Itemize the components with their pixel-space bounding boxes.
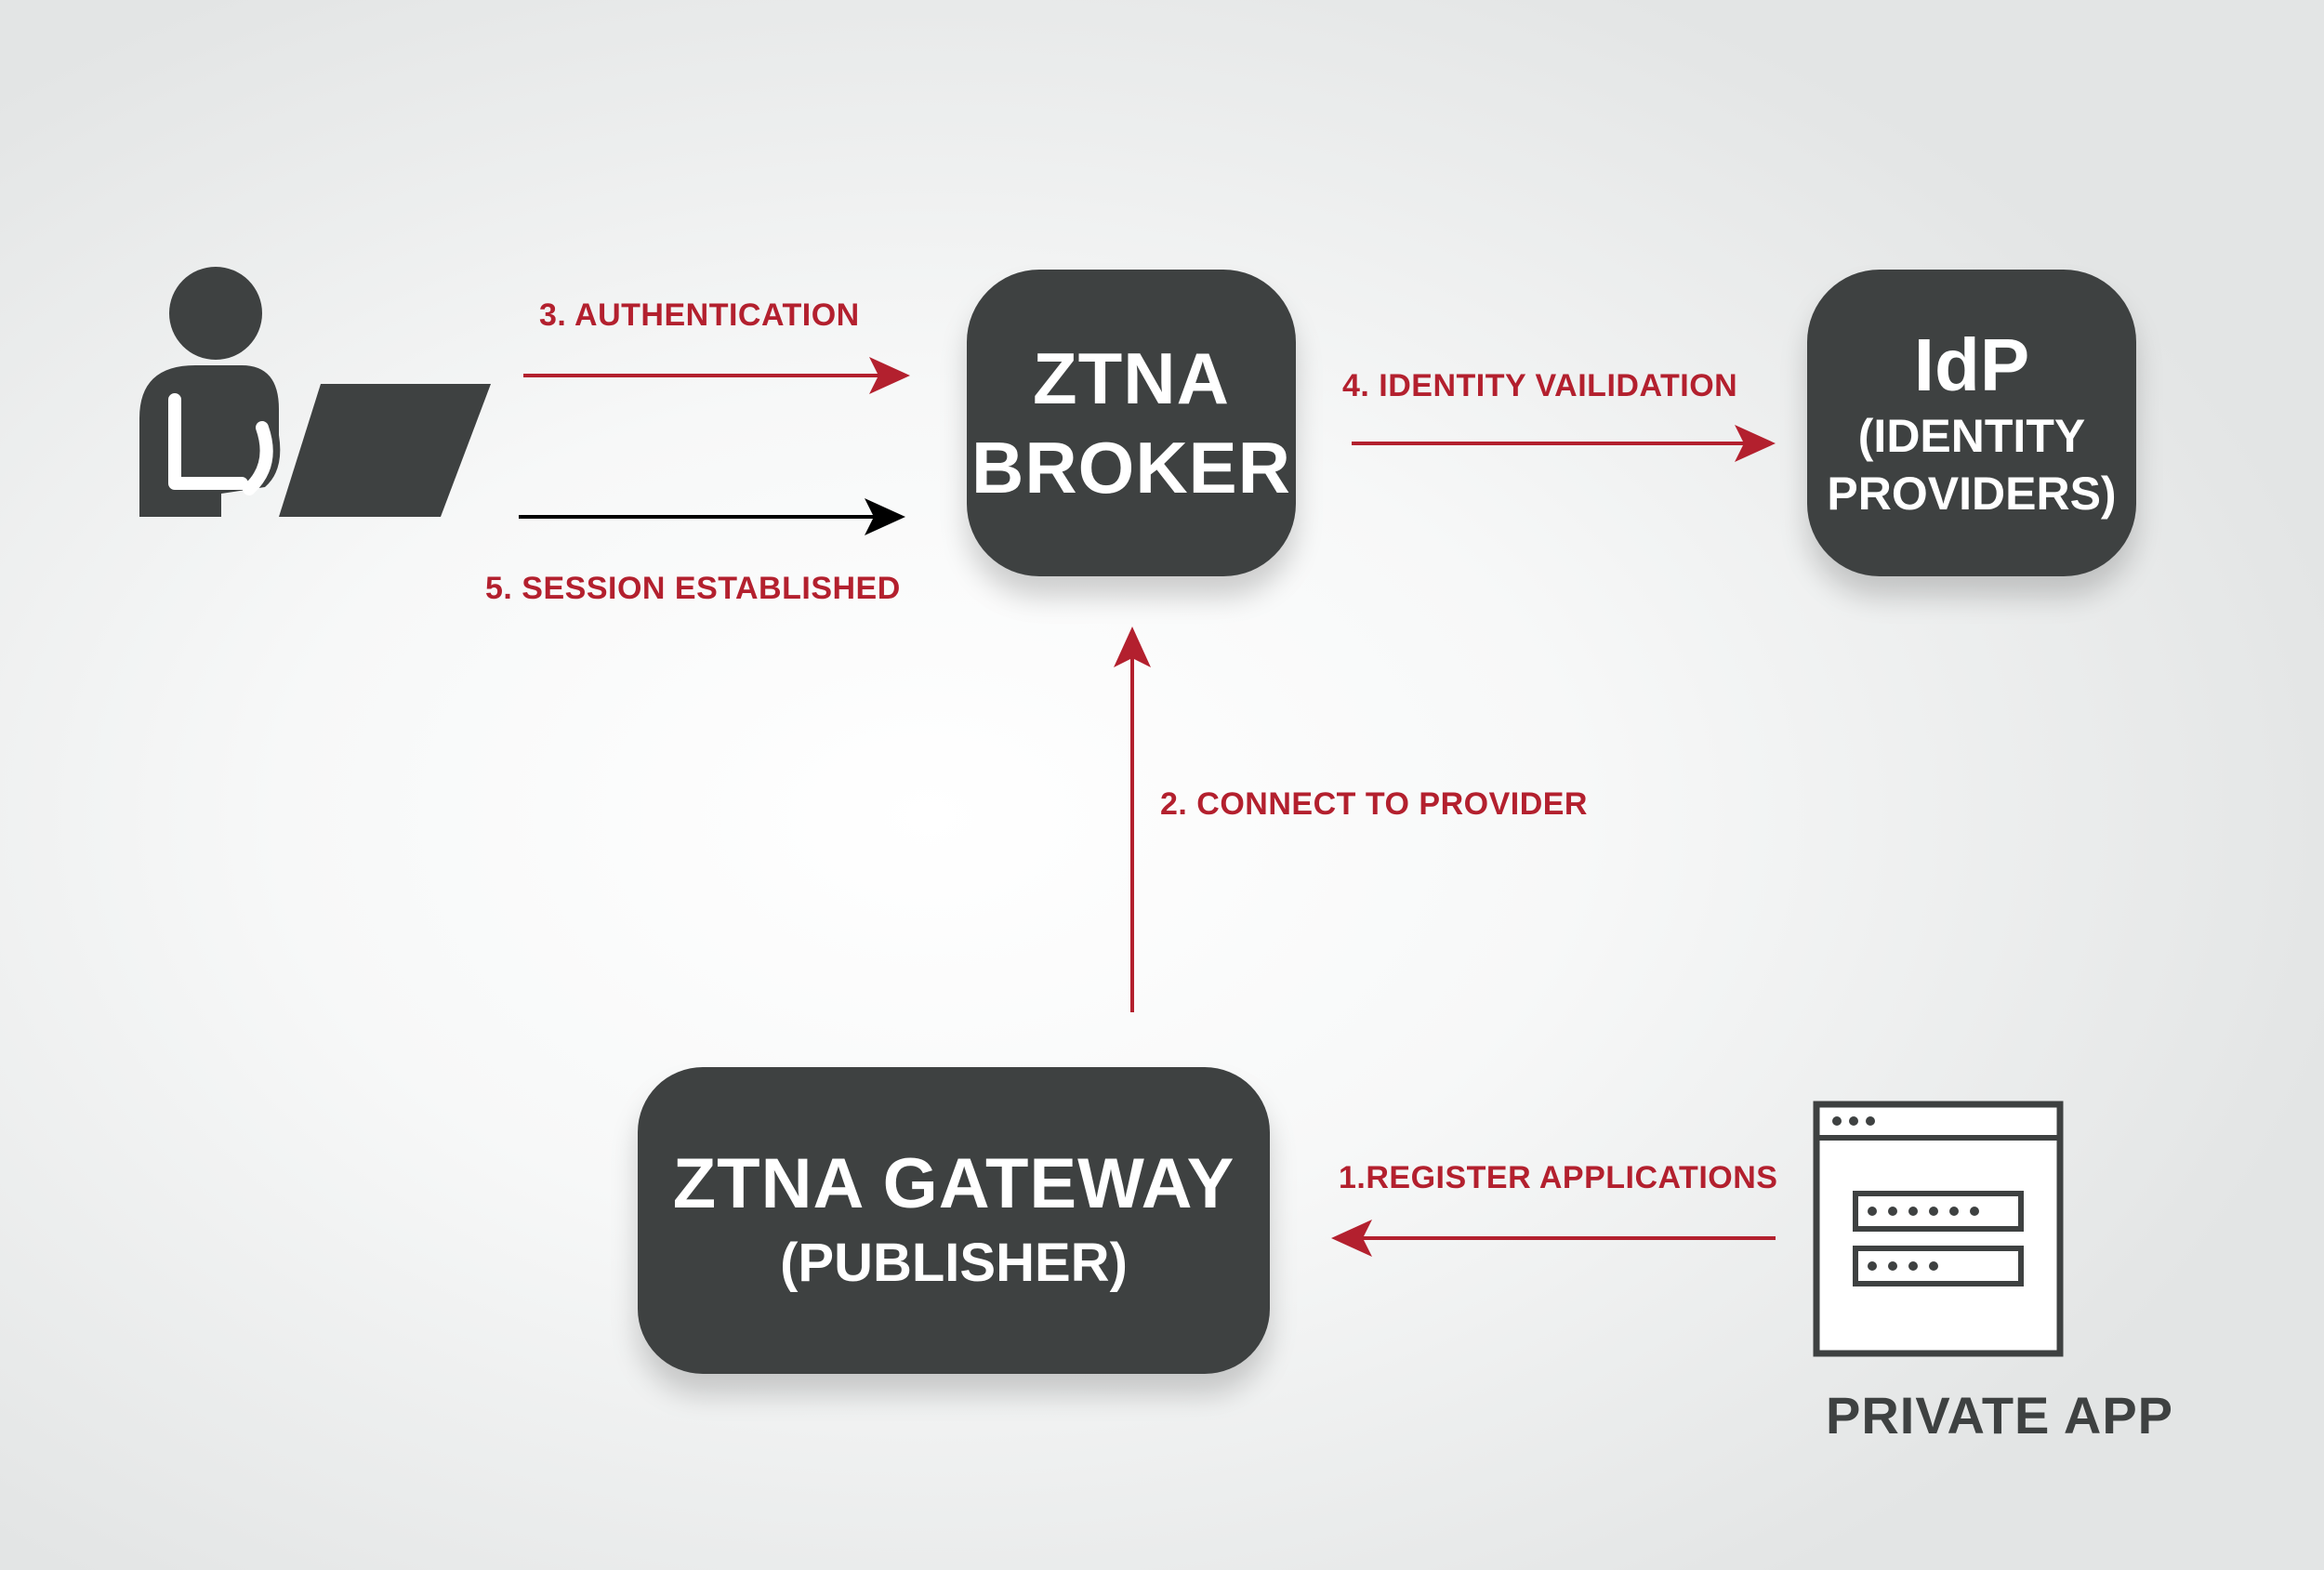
application-window-icon bbox=[1813, 1101, 2064, 1357]
register-applications-arrow bbox=[1331, 1220, 1776, 1257]
step-session-established-label: 5. SESSION ESTABLISHED bbox=[485, 571, 901, 606]
authentication-arrow bbox=[523, 357, 910, 394]
session-established-arrow bbox=[519, 498, 905, 535]
private-app-label: PRIVATE APP bbox=[1826, 1386, 2174, 1445]
step-register-applications-label: 1.REGISTER APPLICATIONS bbox=[1339, 1160, 1778, 1195]
user-with-laptop-icon bbox=[139, 267, 491, 517]
ztna-broker-node: ZTNA BROKER bbox=[967, 270, 1296, 576]
gateway-subtitle: (PUBLISHER) bbox=[780, 1233, 1128, 1293]
identity-validation-arrow bbox=[1352, 425, 1776, 462]
idp-node: IdP (IDENTITY PROVIDERS) bbox=[1807, 270, 2136, 576]
idp-subtitle-line2: PROVIDERS) bbox=[1827, 468, 2117, 520]
step-authentication-label: 3. AUTHENTICATION bbox=[539, 297, 860, 333]
step-connect-to-provider-label: 2. CONNECT TO PROVIDER bbox=[1160, 786, 1588, 822]
gateway-title: ZTNA GATEWAY bbox=[672, 1144, 1235, 1223]
step-identity-validation-label: 4. IDENTITY VAILIDATION bbox=[1342, 368, 1738, 403]
broker-title-line1: ZTNA bbox=[1033, 337, 1230, 419]
broker-title-line2: BROKER bbox=[971, 427, 1291, 508]
idp-subtitle-line1: (IDENTITY bbox=[1857, 410, 2086, 462]
ztna-gateway-node: ZTNA GATEWAY (PUBLISHER) bbox=[638, 1067, 1270, 1374]
connect-to-provider-arrow bbox=[1114, 627, 1151, 1012]
idp-title: IdP bbox=[1913, 323, 2030, 406]
